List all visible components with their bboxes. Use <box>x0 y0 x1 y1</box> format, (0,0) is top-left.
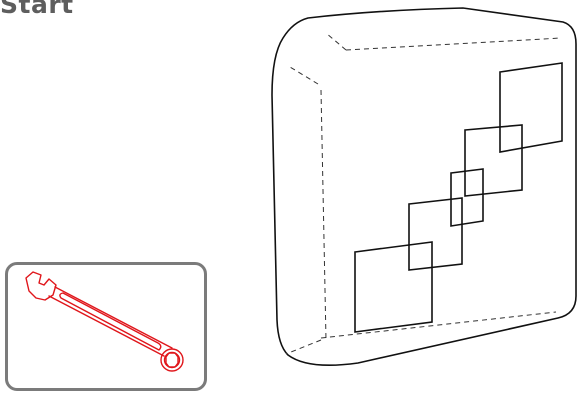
square-chain-icon <box>271 7 577 367</box>
tool-card[interactable] <box>5 262 207 391</box>
cube-diagram <box>258 0 581 396</box>
wrench-icon <box>25 271 184 372</box>
page-title: Start <box>0 0 74 19</box>
